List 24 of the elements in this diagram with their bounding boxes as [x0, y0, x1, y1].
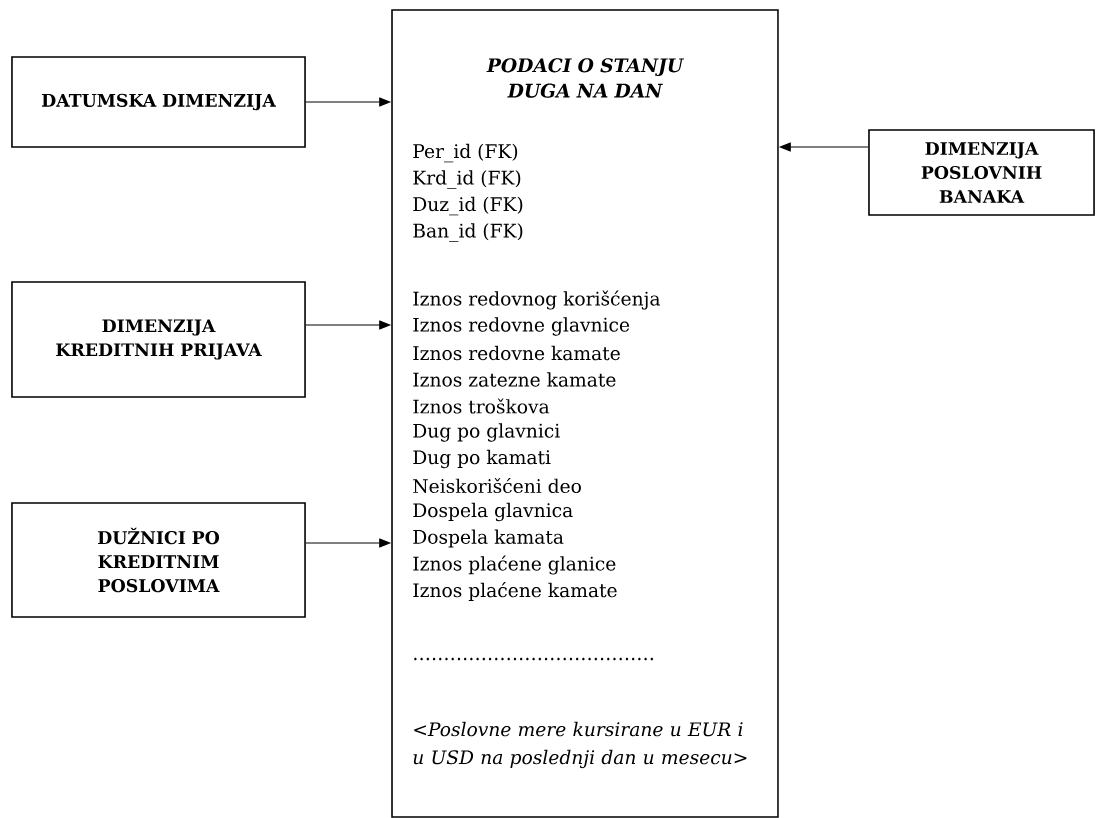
- field-text: Duz_id (FK): [413, 196, 523, 216]
- field-text: Dospela glavnica: [413, 502, 573, 522]
- field-text: Iznos redovne kamate: [413, 345, 620, 361]
- table-box: [391, 9, 779, 818]
- field-text: Iznos troškova: [413, 398, 550, 414]
- field-text: Iznos redovnog korišćenja: [413, 290, 660, 310]
- field-text: Krd_id (FK): [413, 170, 521, 189]
- entity-box: DUŽNICI PO KREDITNIM POSLOVIMA: [11, 502, 306, 618]
- table-title: PODACI O STANJU DUGA NA DAN: [486, 58, 685, 98]
- field-text: Dospela kamata: [413, 529, 564, 548]
- field-text: Dug po kamati: [413, 449, 551, 469]
- dotted-line: …………………………………: [414, 657, 654, 661]
- field-text: Per_id (FK): [413, 143, 518, 163]
- note-text: <Poslovne mere kursirane u EUR i u USD na poslednji dan u mesecu>: [413, 721, 747, 769]
- entity-box: DIMENZIJA KREDITNIH PRIJAVA: [11, 281, 306, 398]
- field-text: Ban_id (FK): [413, 223, 523, 242]
- field-text: Iznos redovne glavnice: [413, 317, 630, 336]
- field-text: Neiskorišćeni deo: [413, 477, 581, 494]
- entity-box: DIMENZIJA POSLOVNIH BANAKA: [868, 129, 1095, 216]
- field-text: Iznos plaćene glanice: [413, 555, 616, 575]
- field-text: Dug po glavnici: [413, 423, 560, 442]
- entity-box: DATUMSKA DIMENZIJA: [11, 56, 306, 148]
- field-text: Iznos plaćene kamate: [413, 582, 617, 601]
- field-text: Iznos zatezne kamate: [413, 372, 616, 387]
